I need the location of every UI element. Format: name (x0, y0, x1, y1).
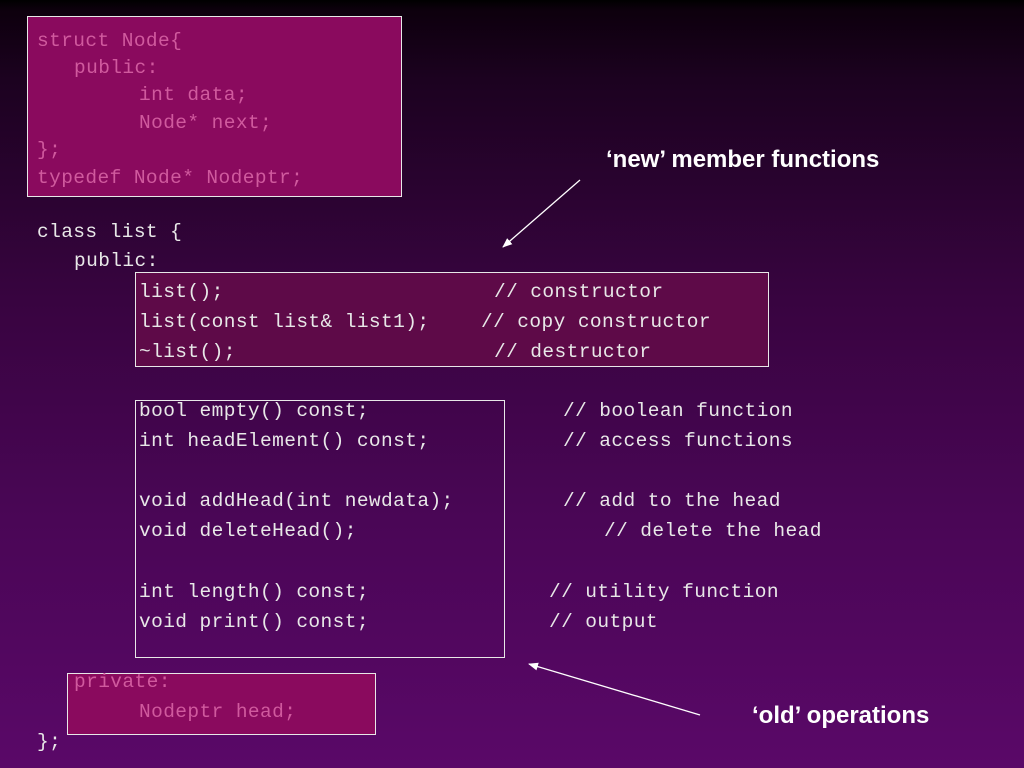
class-close: }; (37, 731, 62, 753)
operation-code: bool empty() const; (139, 400, 369, 422)
private-member: Nodeptr head; (139, 701, 297, 723)
class-header: class list { (37, 221, 183, 243)
special-member-comment: // copy constructor (481, 311, 711, 333)
operation-comment: // add to the head (563, 490, 781, 512)
operation-code: int length() const; (139, 581, 369, 603)
old-arrow (528, 662, 701, 716)
operation-code: void deleteHead(); (139, 520, 357, 542)
struct-line-2: public: (74, 57, 159, 79)
public-label: public: (74, 250, 159, 272)
private-label: private: (74, 671, 171, 693)
new-member-functions-label: ‘new’ member functions (606, 146, 880, 173)
struct-line-1: struct Node{ (37, 30, 183, 52)
old-operations-label: ‘old’ operations (752, 702, 930, 729)
operation-comment: // output (549, 611, 658, 633)
special-member-comment: // constructor (494, 281, 664, 303)
private-box (67, 673, 376, 735)
new-arrow (502, 179, 581, 248)
operation-comment: // delete the head (604, 520, 822, 542)
struct-line-4: Node* next; (139, 112, 273, 134)
special-member-code: list(); (139, 281, 224, 303)
struct-node-box (27, 16, 402, 197)
special-members-box (135, 272, 769, 367)
operation-comment: // boolean function (563, 400, 793, 422)
struct-line-6: typedef Node* Nodeptr; (37, 167, 304, 189)
operation-code: void addHead(int newdata); (139, 490, 454, 512)
special-member-code: list(const list& list1); (139, 311, 430, 333)
special-member-comment: // destructor (494, 341, 652, 363)
operation-code: void print() const; (139, 611, 369, 633)
struct-line-3: int data; (139, 84, 248, 106)
struct-line-5: }; (37, 139, 62, 161)
special-member-code: ~list(); (139, 341, 236, 363)
operation-comment: // utility function (549, 581, 779, 603)
operation-code: int headElement() const; (139, 430, 430, 452)
operation-comment: // access functions (563, 430, 793, 452)
operations-box (135, 400, 505, 658)
